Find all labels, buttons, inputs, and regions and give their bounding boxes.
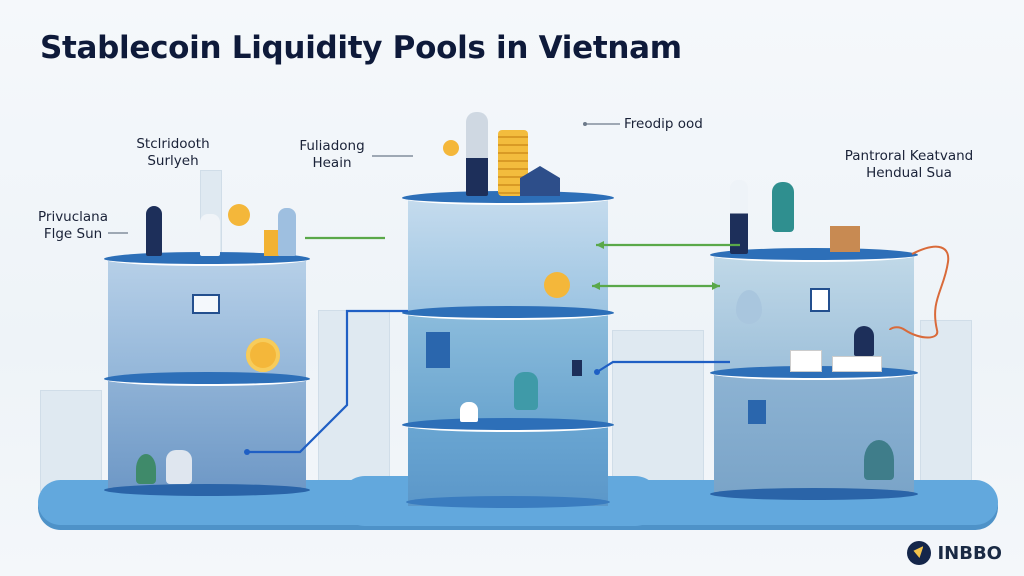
card-icon — [832, 356, 882, 372]
background-building — [40, 390, 102, 492]
pool-disk — [710, 248, 918, 262]
pool-disk — [710, 488, 918, 500]
brand-logo-icon — [907, 541, 932, 565]
label-center-left: Fuliadong Heain — [299, 138, 365, 171]
connector-dot — [244, 449, 250, 455]
page-title: Stablecoin Liquidity Pools in Vietnam — [40, 30, 682, 66]
pool-disk — [402, 191, 614, 205]
card-icon — [790, 350, 822, 372]
pool-disk — [104, 372, 310, 386]
webcam-icon — [572, 360, 582, 376]
plant-icon — [136, 454, 156, 484]
qr-code-icon — [810, 288, 830, 312]
coin-icon — [246, 338, 280, 372]
document-icon — [426, 332, 450, 368]
pool-disk — [402, 306, 614, 320]
orange-connector — [889, 245, 950, 339]
label-left-top: Stclridooth Surlyeh — [136, 136, 210, 169]
right-pool-tower — [710, 248, 918, 500]
coin-icon — [443, 140, 459, 156]
left-pool-tower — [104, 252, 310, 496]
label-right: Pantroral Keatvand Hendual Sua — [844, 148, 974, 181]
pool-level — [408, 196, 608, 312]
blue-connector — [247, 309, 408, 454]
water-drop-icon — [736, 290, 762, 324]
background-building — [318, 310, 390, 482]
document-icon — [748, 400, 766, 424]
monitor-icon — [192, 294, 220, 314]
coin-stack-icon — [264, 230, 280, 256]
brand-name: INBBO — [937, 542, 1002, 564]
pool-disk — [402, 418, 614, 432]
blue-connector — [596, 360, 730, 373]
person-icon — [460, 402, 478, 422]
coin-icon — [544, 272, 570, 298]
people-group-icon — [140, 200, 300, 258]
arrow-head-icon — [712, 282, 720, 290]
center-pool-tower — [402, 191, 614, 508]
pool-disk — [406, 496, 610, 508]
arrow-head-icon — [592, 282, 600, 290]
brand-logo: INBBO — [907, 541, 1002, 565]
background-building — [920, 320, 972, 492]
coin-icon — [228, 204, 250, 226]
person-icon — [166, 450, 192, 484]
people-group-icon — [726, 176, 866, 254]
plant-icon — [864, 440, 894, 480]
connector-dot — [594, 369, 600, 375]
person-icon — [514, 372, 538, 410]
elder-person-icon — [466, 112, 488, 196]
arrow-head-icon — [596, 241, 604, 249]
label-center-right: Freodip ood — [624, 116, 703, 132]
person-icon — [854, 326, 874, 356]
label-left-side: Privuclana Flge Sun — [37, 209, 109, 242]
pool-disk — [104, 484, 310, 496]
pool-level — [408, 424, 608, 506]
